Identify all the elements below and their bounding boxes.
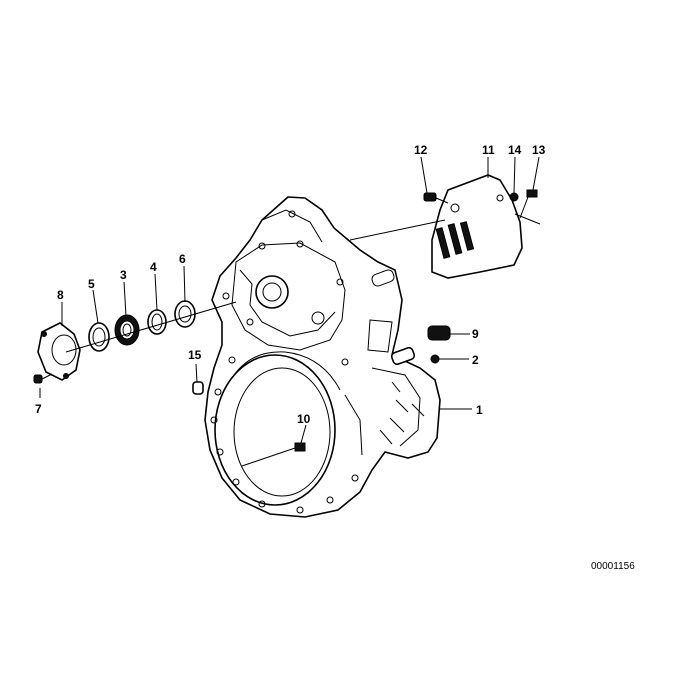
bolt-10-drawing [241, 442, 306, 467]
diagram-reference-number: 00001156 [591, 561, 635, 572]
pin-15-drawing [192, 381, 204, 395]
bolt-7-drawing [33, 373, 53, 384]
seal-6-drawing [174, 300, 196, 328]
plug-9-drawing [427, 325, 451, 341]
dowel-2-drawing [390, 346, 440, 366]
callout-12: 12 [414, 143, 428, 157]
callout-9: 9 [472, 327, 479, 341]
callout-10: 10 [297, 412, 311, 426]
callout-11: 11 [482, 143, 495, 157]
callout-14: 14 [508, 143, 522, 157]
callout-13: 13 [532, 143, 546, 157]
leader-lines [39, 156, 541, 444]
screw-13-drawing [519, 189, 538, 219]
callout-labels: 1 2 3 4 5 6 7 8 9 10 11 12 13 14 15 [35, 143, 546, 426]
callout-5: 5 [88, 277, 95, 291]
callout-6: 6 [179, 252, 186, 266]
callout-4: 4 [150, 260, 157, 274]
bolt-12-drawing [423, 192, 449, 204]
callout-15: 15 [188, 348, 202, 362]
flange-8-drawing [37, 322, 81, 381]
screw-14-drawing [509, 192, 519, 202]
ring-4-drawing [147, 309, 167, 335]
callout-1: 1 [476, 403, 483, 417]
callout-2: 2 [472, 353, 479, 367]
bearing-3-drawing [114, 314, 140, 346]
callout-8: 8 [57, 288, 64, 302]
transmission-housing-drawing [204, 196, 441, 518]
cover-plate-drawing [431, 174, 523, 279]
callout-7: 7 [35, 402, 42, 416]
callout-3: 3 [120, 268, 127, 282]
seal-5-drawing [88, 322, 110, 352]
